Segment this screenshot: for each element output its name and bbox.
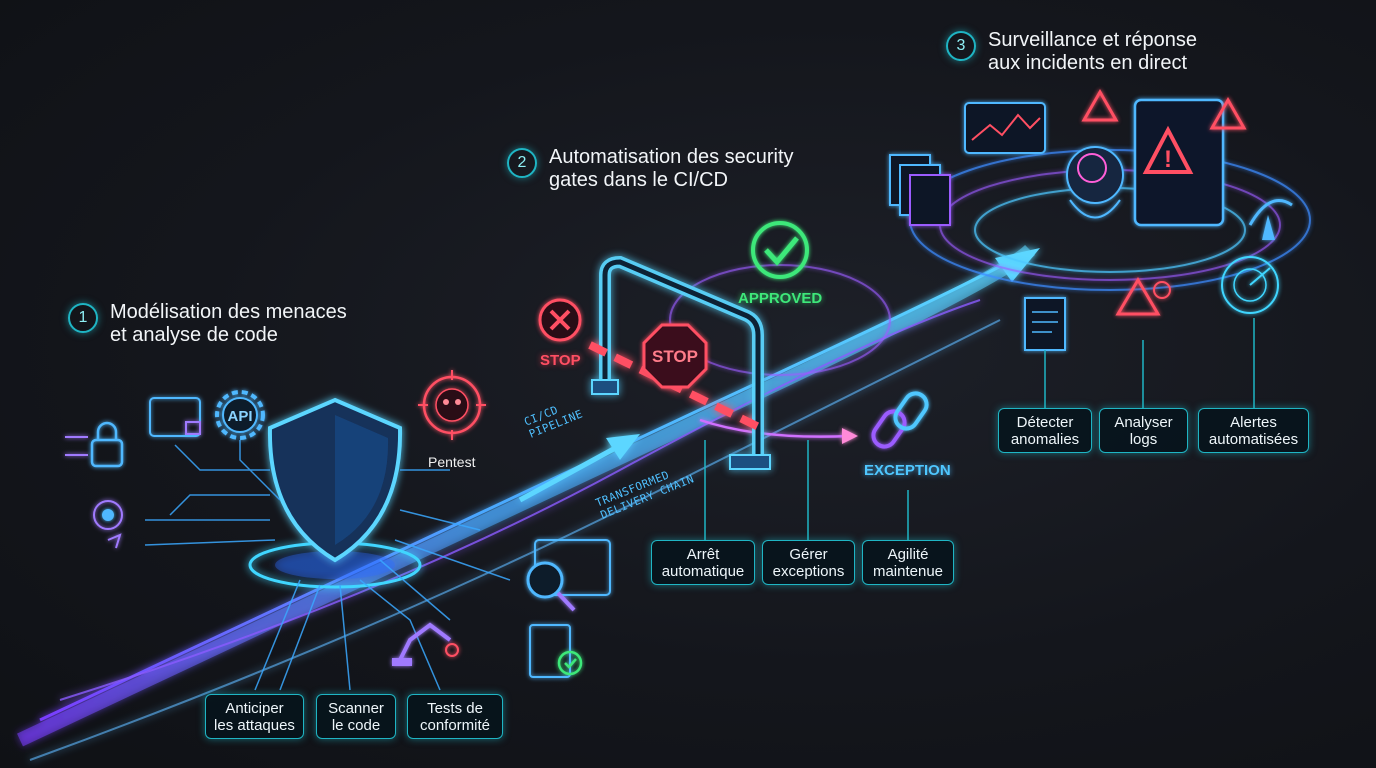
box-scanner-code: Scanner le code xyxy=(316,694,396,739)
api-gear-icon: API xyxy=(215,390,265,440)
code-window-icon xyxy=(149,397,201,437)
stage-1-number: 1 xyxy=(68,303,98,333)
satellite-dish-icon xyxy=(1248,199,1293,240)
delivery-beam xyxy=(17,244,1040,761)
stage-3-title: Surveillance et réponse aux incidents en… xyxy=(988,29,1198,74)
box-agilite-maintenue: Agilité maintenue xyxy=(862,540,954,585)
warning-icon xyxy=(1081,88,1247,316)
code-scan-icon xyxy=(526,539,611,612)
stage-1-title: Modélisation des menaces et analyse de c… xyxy=(110,301,347,346)
svg-text:!: ! xyxy=(1164,146,1172,173)
stage-2-header: 2 Automatisation des security gates dans… xyxy=(507,146,794,192)
box-gerer-exceptions: Gérer exceptions xyxy=(762,540,855,585)
stage-2-number: 2 xyxy=(507,148,537,178)
chain-link-icon xyxy=(871,391,929,449)
documents-icon xyxy=(889,154,951,226)
stop-sign-label: STOP xyxy=(652,347,698,366)
box-arret-automatique: Arrêt automatique xyxy=(651,540,755,585)
analyst-head-icon xyxy=(1066,146,1124,219)
skull-target-icon xyxy=(418,370,486,440)
box-connectors xyxy=(704,318,1255,540)
pentest-label: Pentest xyxy=(428,454,476,470)
approved-check-icon xyxy=(751,221,809,279)
robot-arm-icon xyxy=(392,622,459,666)
shield-icon xyxy=(248,397,422,589)
stop-label: STOP xyxy=(540,352,581,369)
circuit-lines xyxy=(144,440,511,691)
exception-label: EXCEPTION xyxy=(864,462,951,479)
arrow-head-icon xyxy=(606,434,640,460)
stage-3-header: 3 Surveillance et réponse aux incidents … xyxy=(946,29,1197,75)
log-file-icon xyxy=(1024,297,1066,351)
trend-chart-icon xyxy=(964,102,1046,154)
api-label: API xyxy=(227,408,252,425)
approved-label: APPROVED xyxy=(738,290,823,307)
box-anticiper-attaques: Anticiper les attaques xyxy=(205,694,304,739)
lock-icon xyxy=(65,421,124,468)
box-tests-conformite: Tests de conformité xyxy=(407,694,503,739)
checklist-icon xyxy=(529,624,583,678)
box-detecter-anomalies: Détecter anomalies xyxy=(998,408,1092,453)
reject-x-icon xyxy=(538,298,582,342)
monitor-alert-icon: ! xyxy=(1133,98,1225,227)
radar-icon xyxy=(1221,256,1279,314)
stage-2-title: Automatisation des security gates dans l… xyxy=(549,146,794,191)
box-analyser-logs: Analyser logs xyxy=(1099,408,1188,453)
box-alertes-automatisees: Alertes automatisées xyxy=(1198,408,1309,453)
stop-sign-icon: STOP xyxy=(642,323,708,389)
click-target-icon xyxy=(93,500,123,549)
stage-3-number: 3 xyxy=(946,31,976,61)
stage-1-header: 1 Modélisation des menaces et analyse de… xyxy=(68,301,347,347)
